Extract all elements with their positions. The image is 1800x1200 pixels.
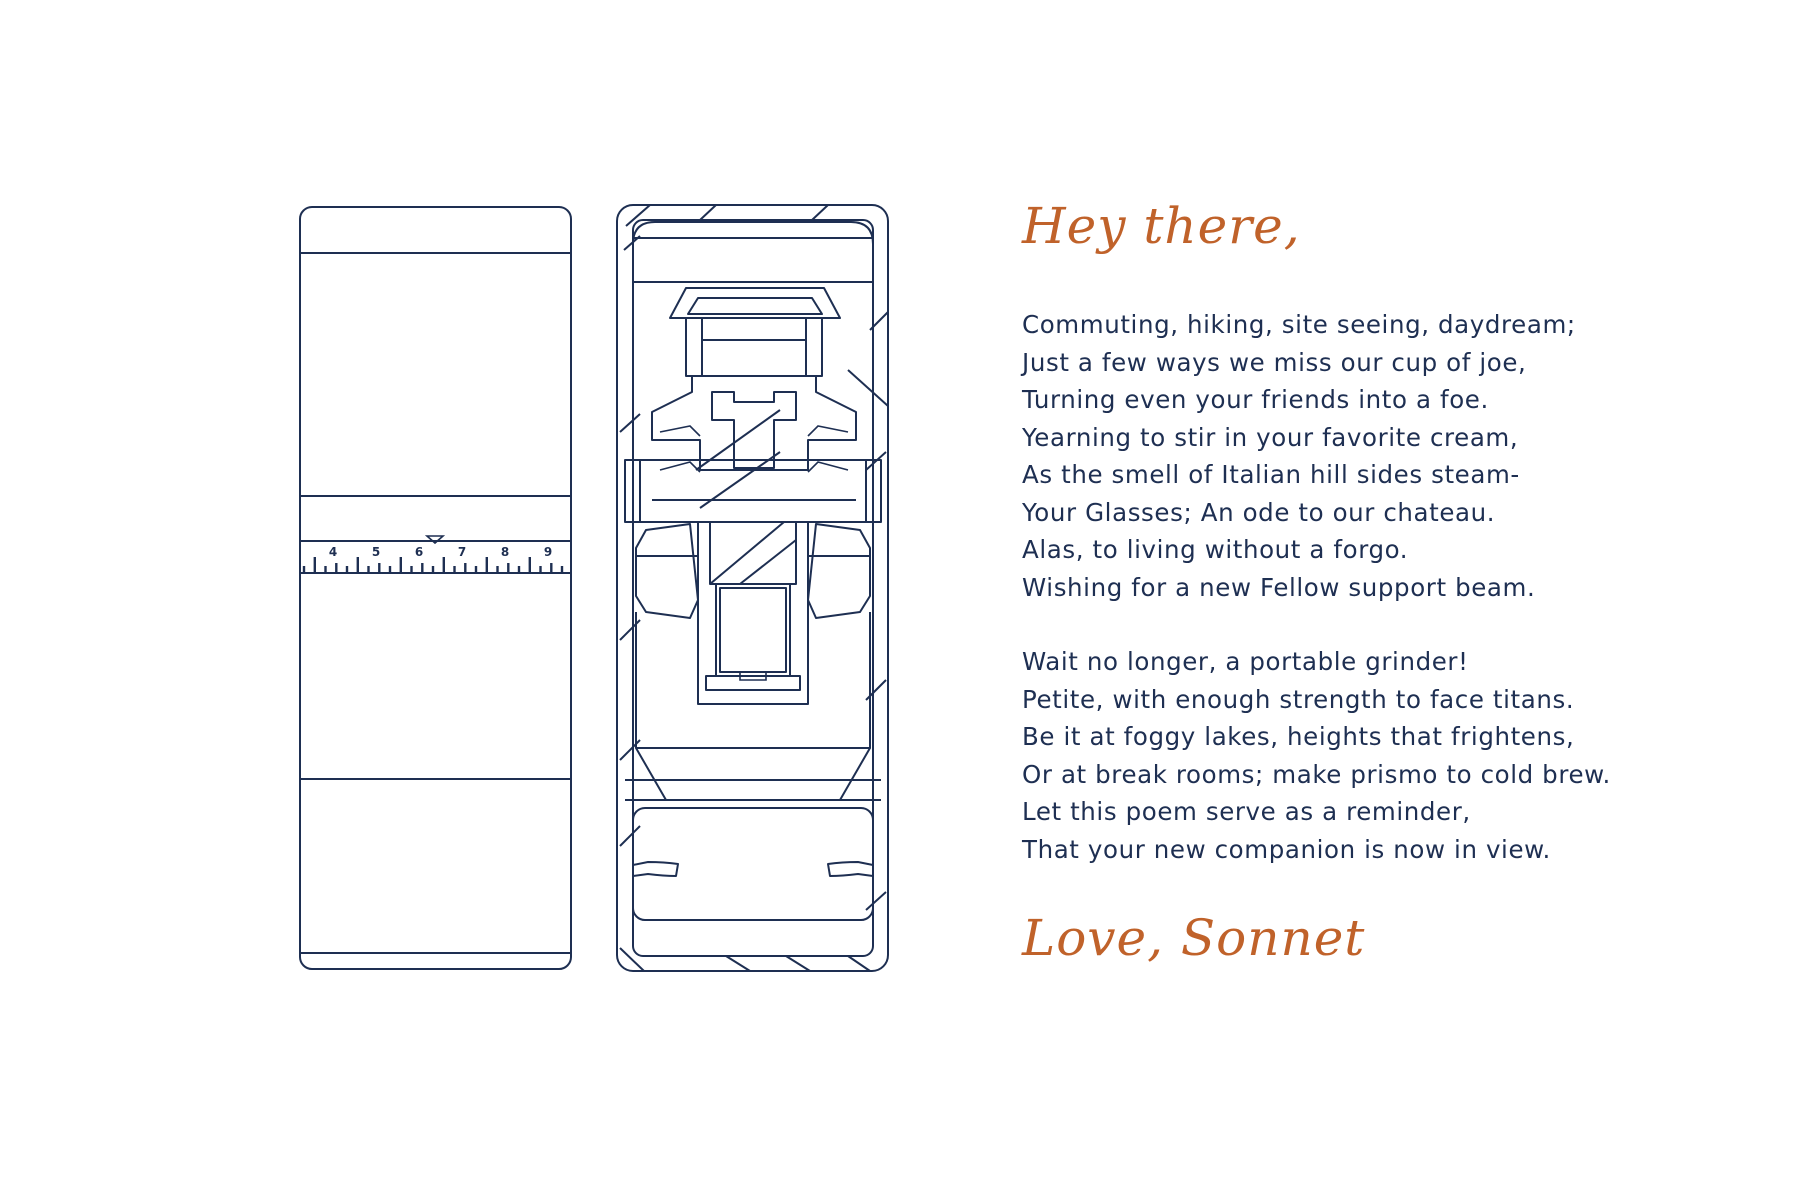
section-handle-nut	[669, 287, 841, 319]
poem-line: Wait no longer, a portable grinder!	[1022, 647, 1469, 676]
section-drive-shaft	[711, 391, 797, 469]
poem-stanza-1: Commuting, hiking, site seeing, daydream…	[1022, 306, 1762, 606]
poem-stanza-2: Wait no longer, a portable grinder! Peti…	[1022, 643, 1762, 868]
grinder-cross-section-view	[616, 204, 889, 972]
poem-line: Commuting, hiking, site seeing, daydream…	[1022, 310, 1576, 339]
scale-label: 6	[415, 545, 423, 559]
poem-line: Turning even your friends into a foe.	[1022, 385, 1489, 414]
section-lower-body	[635, 612, 871, 749]
poem-line: Your Glasses; An ode to our chateau.	[1022, 497, 1496, 527]
grinder-body-outline	[299, 206, 572, 970]
section-burr-core	[715, 583, 791, 677]
grind-scale-ticks	[302, 557, 564, 573]
poem-line: As the smell of Italian hill sides steam…	[1022, 460, 1520, 489]
section-inner-shell	[632, 219, 874, 957]
letter-greeting: Hey there,	[1022, 197, 1301, 255]
poem-line: Be it at foggy lakes, heights that frigh…	[1022, 722, 1575, 751]
section-outer-shell	[616, 204, 889, 972]
scale-pointer-icon	[424, 535, 446, 545]
scale-label: 9	[544, 545, 552, 559]
grinder-illustration: 4 5 6 7 8 9	[299, 204, 889, 972]
poem-line: Or at break rooms; make prismo to cold b…	[1022, 759, 1611, 789]
letter-signoff: Love, Sonnet	[1022, 909, 1366, 967]
poem-line: Yearning to stir in your favorite cream,	[1022, 422, 1519, 452]
section-hatch-lines	[619, 204, 889, 972]
poem-line: Let this poem serve as a reminder,	[1022, 797, 1471, 826]
section-top-cap	[632, 221, 874, 283]
grind-scale-numbers: 4 5 6 7 8 9	[329, 545, 552, 559]
sonnet-letter: Hey there, Commuting, hiking, site seein…	[1022, 196, 1762, 968]
poem-line: Just a few ways we miss our cup of joe,	[1022, 347, 1527, 377]
section-right-lobe	[807, 523, 871, 619]
scale-label: 4	[329, 545, 337, 559]
poem-line: Alas, to living without a forgo.	[1022, 535, 1409, 564]
scale-label: 7	[458, 545, 466, 559]
poem-line: Wishing for a new Fellow support beam.	[1022, 572, 1536, 602]
poem-line: That your new companion is now in view.	[1022, 834, 1551, 864]
scale-label: 5	[372, 545, 380, 559]
section-left-lobe	[635, 523, 699, 619]
poem-line: Petite, with enough strength to face tit…	[1022, 684, 1575, 714]
scale-label: 8	[501, 545, 509, 559]
section-catch-cup	[632, 807, 874, 921]
grinder-exterior-view: 4 5 6 7 8 9	[299, 206, 572, 970]
section-upper-burr	[651, 375, 857, 471]
